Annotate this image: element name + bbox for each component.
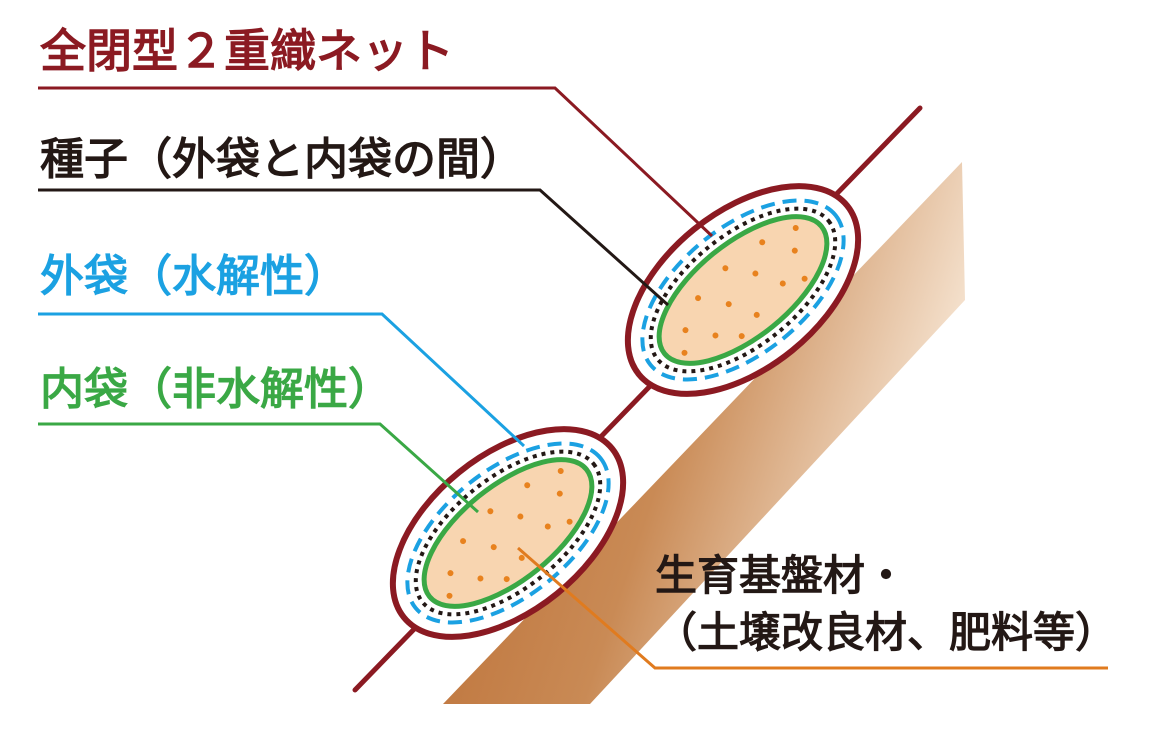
upper-seed-layer [648, 206, 838, 374]
leader-material [517, 546, 1108, 670]
lower-seed-layer [413, 449, 603, 617]
label-outer-bag: 外袋（水解性） [40, 251, 348, 302]
upper-bag [624, 183, 862, 397]
lower-fertilizer-dots [446, 467, 573, 599]
label-net: 全閉型２重織ネット [40, 24, 454, 78]
leader-seed [38, 188, 670, 307]
label-seed: 種子（外袋と内袋の間） [40, 134, 524, 185]
upper-outer-bag [640, 198, 846, 382]
label-material-line2: （土壌改良材、肥料等） [655, 607, 1118, 657]
upper-fertilizer-dots [681, 224, 808, 356]
leader-outer-bag [38, 312, 526, 448]
label-material: 生育基盤材・ （土壌改良材、肥料等） [655, 548, 1117, 661]
lower-inner-bag [421, 457, 595, 609]
lower-bag [389, 426, 627, 640]
label-inner-bag: 内袋（非水解性） [40, 364, 392, 415]
upper-inner-bag [656, 214, 830, 366]
leader-net [38, 86, 714, 238]
label-material-line1: 生育基盤材・ [655, 551, 908, 600]
leader-inner-bag [38, 422, 480, 514]
lower-outer-bag [405, 441, 611, 625]
